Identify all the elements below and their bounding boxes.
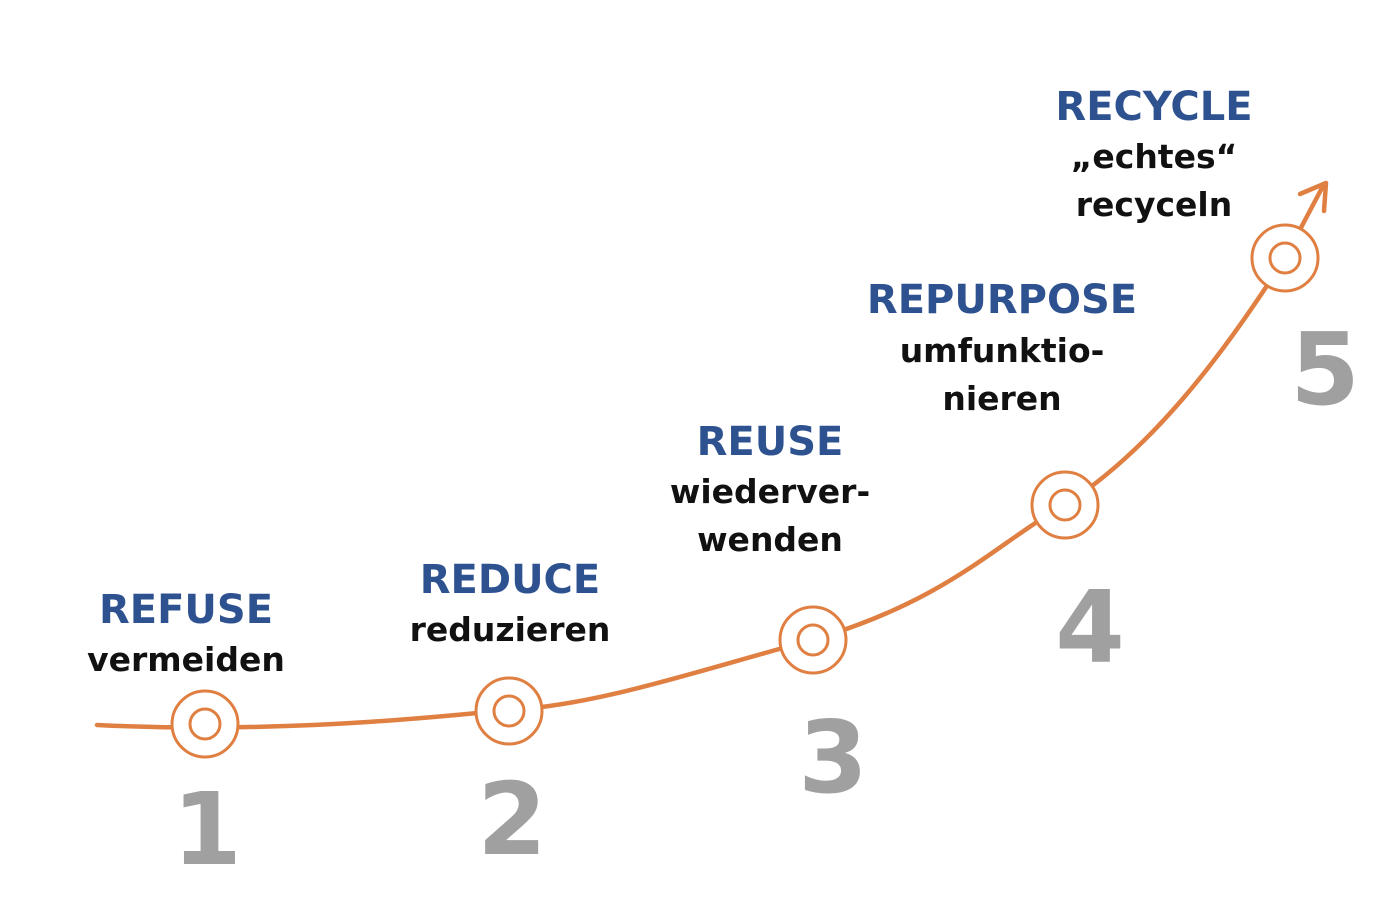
step-5-description: „echtes“ recyceln xyxy=(1070,137,1238,224)
step-4-number: 4 xyxy=(1055,569,1125,686)
step-marker-4 xyxy=(1030,470,1100,540)
step-5-number: 5 xyxy=(1290,311,1360,428)
step-3-title: REUSE xyxy=(696,419,844,465)
step-1-number: 1 xyxy=(172,771,242,888)
step-marker-1 xyxy=(170,689,240,759)
step-3-description: wiederver- wenden xyxy=(669,472,871,559)
step-1-title: REFUSE xyxy=(98,587,274,633)
step-1-description: vermeiden xyxy=(87,640,285,679)
step-2-number: 2 xyxy=(477,761,547,878)
step-4-title: REPURPOSE xyxy=(866,277,1138,323)
step-marker-2 xyxy=(474,676,544,746)
step-2-title: REDUCE xyxy=(419,557,601,603)
step-4-description: umfunktio- nieren xyxy=(899,331,1105,418)
step-3-number: 3 xyxy=(798,699,868,816)
step-5-title: RECYCLE xyxy=(1055,84,1253,130)
step-marker-3 xyxy=(778,605,848,675)
step-marker-5 xyxy=(1250,223,1320,293)
arrow-head-icon xyxy=(1297,180,1329,214)
step-2-description: reduzieren xyxy=(409,610,611,649)
